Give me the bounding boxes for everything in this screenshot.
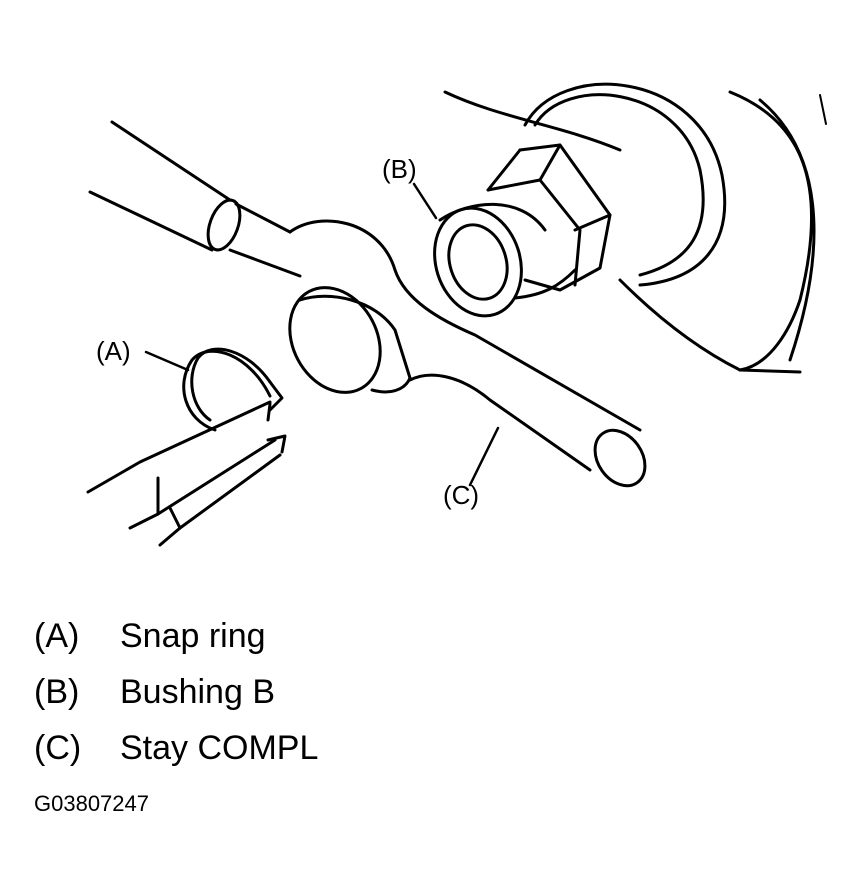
callout-a: (A) [96,336,131,366]
snap-ring [182,347,284,432]
legend-key: (C) [34,729,82,767]
leader-c [468,426,500,487]
leader-a [144,350,190,372]
technical-illustration: (A) (B) (C) [86,82,827,547]
legend-key: (A) [34,617,80,655]
legend-text: Bushing B [120,673,275,711]
legend-text: Snap ring [120,617,266,655]
callout-c: (C) [443,480,480,510]
mounting-boss [523,82,727,287]
stay-compl [88,120,647,488]
bushing-b [433,143,612,318]
pliers [86,400,287,547]
legend-key: (B) [34,673,80,711]
callout-b: (B) [382,154,417,184]
leader-b [412,182,438,220]
figure-code: G03807247 [34,791,149,816]
legend-text: Stay COMPL [120,729,319,767]
housing-outline [443,90,827,374]
